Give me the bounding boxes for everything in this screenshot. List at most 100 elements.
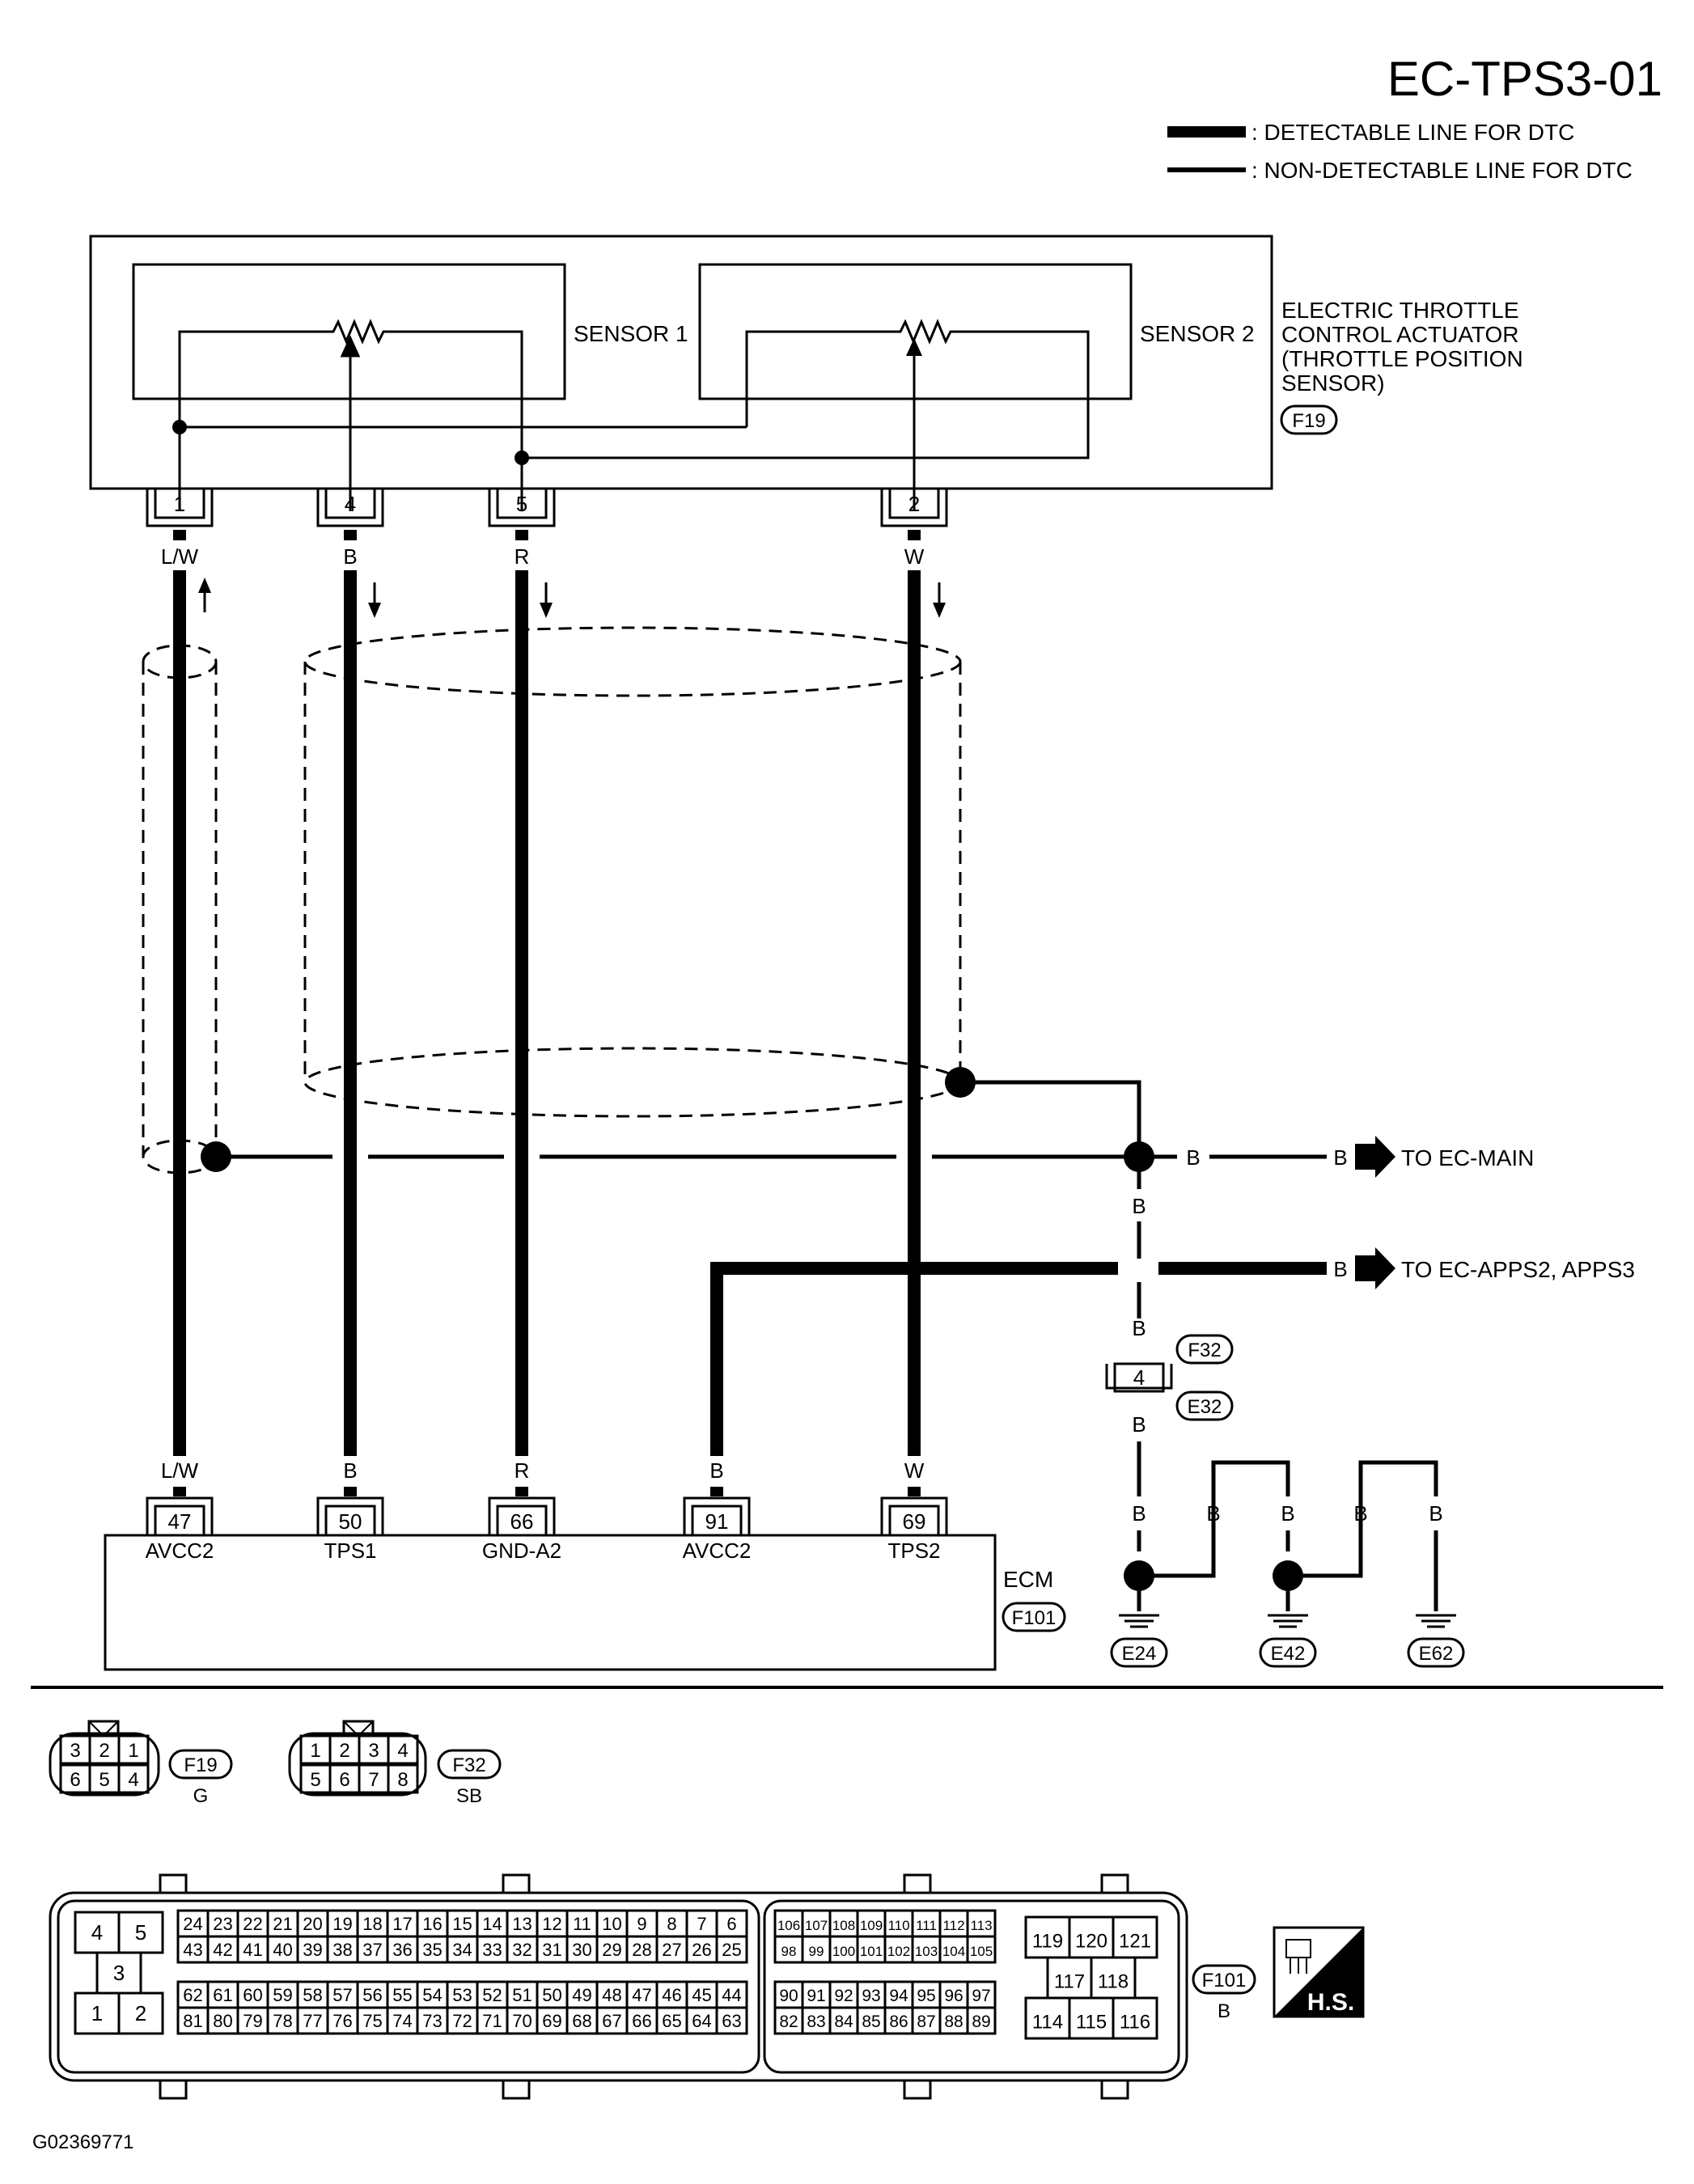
ecm-pin-cell-label: 28 xyxy=(632,1940,651,1960)
ecm-pin-cell-label: 12 xyxy=(542,1914,561,1934)
svg-text:1: 1 xyxy=(310,1740,320,1762)
ecm-pin-cell-label: 94 xyxy=(889,1987,908,2005)
actuator-pin-5: 5 xyxy=(488,487,556,527)
ecm-pin-cell-label: 51 xyxy=(512,1985,531,2005)
svg-text:66: 66 xyxy=(510,1509,534,1534)
ecm-pin-cell-label: 109 xyxy=(860,1918,883,1933)
ecm-pin-cell-label: 13 xyxy=(512,1914,531,1934)
ecm-pin-cell-label: 101 xyxy=(860,1944,883,1959)
ecm-pin-cell-label: 48 xyxy=(602,1985,621,2005)
ecm-pin-cell-label: 97 xyxy=(972,1987,990,2005)
ecm-label: ECM xyxy=(1003,1567,1053,1592)
svg-text:1: 1 xyxy=(128,1740,138,1762)
to-ec-apps-label: TO EC-APPS2, APPS3 xyxy=(1401,1257,1635,1282)
f32-connector-view: 1 2 3 4 5 6 7 8 xyxy=(288,1720,427,1797)
f32-view-tag-label: F32 xyxy=(452,1754,485,1776)
legend-detectable-label: : DETECTABLE LINE FOR DTC xyxy=(1251,120,1574,145)
svg-text:4: 4 xyxy=(128,1769,138,1791)
actuator-label-3: (THROTTLE POSITION xyxy=(1281,346,1523,371)
svg-text:2: 2 xyxy=(99,1740,109,1762)
ecm-pin-cell-label: 78 xyxy=(273,2011,292,2031)
actuator-label-2: CONTROL ACTUATOR xyxy=(1281,322,1519,347)
svg-text:2: 2 xyxy=(339,1740,349,1762)
wire-b-label-vert-2: B xyxy=(1132,1316,1146,1340)
f32-color-label: SB xyxy=(456,1785,482,1807)
svg-text:2: 2 xyxy=(908,492,920,516)
actuator-label-4: SENSOR) xyxy=(1281,370,1385,396)
wire-avcc2-b xyxy=(710,1262,914,1488)
ecm-pin-cell-label: 90 xyxy=(779,1987,798,2005)
to-ec-main-label: TO EC-MAIN xyxy=(1401,1145,1534,1170)
sensor2-potentiometer xyxy=(172,319,1090,511)
ecm-pin-cell-label: 14 xyxy=(482,1914,502,1934)
ecm-pin-cell-label: 83 xyxy=(807,2013,825,2031)
ecm-pin-cell-label: 50 xyxy=(542,1985,561,2005)
svg-text:4: 4 xyxy=(397,1740,408,1762)
ecm-pin-cell-label: 26 xyxy=(692,1940,711,1960)
svg-text:6: 6 xyxy=(70,1769,80,1791)
ecm-pin-cell-label: 69 xyxy=(542,2011,561,2031)
actuator-pin-4: 4 xyxy=(316,487,384,527)
svg-text:3: 3 xyxy=(113,1961,125,1985)
svg-text:5: 5 xyxy=(310,1769,320,1791)
ecm-pin-cell xyxy=(1112,1996,1158,2040)
ground-e62-label: E62 xyxy=(1419,1643,1454,1665)
ecm-pin-cell-label: 22 xyxy=(243,1914,262,1934)
diagram-title: EC-TPS3-01 xyxy=(1387,52,1662,106)
ecm-pin-cell-label: 92 xyxy=(834,1987,853,2005)
ecm-pin-cell-label: 118 xyxy=(1098,1971,1129,1993)
ecm-pin-cell-label: 64 xyxy=(692,2011,711,2031)
wire-b-label-g4: B xyxy=(1353,1501,1367,1526)
to-ec-apps-arrow xyxy=(1355,1247,1395,1289)
ecm-pin-cell-label: 120 xyxy=(1075,1931,1107,1953)
svg-text:4: 4 xyxy=(345,492,356,516)
ecm-pin-cell-label: 29 xyxy=(602,1940,621,1960)
wire-color-w-top: W xyxy=(904,544,925,569)
ecm-pin-cell-label: 46 xyxy=(662,1985,681,2005)
ecm-pin-cell-label: 38 xyxy=(332,1940,352,1960)
ecm-pin-cell-label: 81 xyxy=(183,2011,202,2031)
f32-connector-tag xyxy=(1175,1334,1234,1365)
e32-connector-tag-label: E32 xyxy=(1188,1396,1222,1418)
svg-text:4: 4 xyxy=(1133,1365,1145,1390)
f19-connector-tag-label: F19 xyxy=(1292,410,1325,432)
ecm-pin-cell-label: 47 xyxy=(632,1985,651,2005)
svg-text:R: R xyxy=(515,1458,530,1483)
ecm-pin-cell-label: 42 xyxy=(213,1940,232,1960)
ecm-pin-cell-label: 39 xyxy=(303,1940,322,1960)
ecm-pin-cell-label: 103 xyxy=(915,1944,938,1959)
svg-text:L/W: L/W xyxy=(161,1458,199,1483)
ecm-pin-cell-label: 65 xyxy=(662,2011,681,2031)
junction-connector-4: 4 xyxy=(1105,1362,1173,1393)
svg-text:B: B xyxy=(709,1458,723,1483)
svg-text:91: 91 xyxy=(705,1509,729,1534)
wire-b-label-vert-1: B xyxy=(1132,1194,1146,1218)
ecm-pin-cell-label: 35 xyxy=(422,1940,442,1960)
ecm-pin-cell-label: 55 xyxy=(392,1985,412,2005)
ecm-pin-cell-label: 6 xyxy=(726,1914,736,1934)
sensor1-label: SENSOR 1 xyxy=(574,321,688,346)
svg-text:4: 4 xyxy=(91,1920,103,1945)
ecm-pin-cell-label: 80 xyxy=(213,2011,232,2031)
f32-connector-tag-label: F32 xyxy=(1188,1340,1221,1361)
ecm-pin-cell-label: 61 xyxy=(213,1985,232,2005)
ecm-pin-cell-label: 7 xyxy=(697,1914,706,1934)
ground-e42-tag xyxy=(1259,1637,1317,1668)
harness-side-icon xyxy=(1273,1926,1365,2018)
ecm-pin-cell-label: 63 xyxy=(722,2011,741,2031)
ecm-connector-left-block: 4 5 3 1 2 xyxy=(74,1911,164,2035)
f19-connector-tag xyxy=(1280,404,1338,435)
wire-color-lw-top: L/W xyxy=(161,544,199,569)
ecm-pin-cell-label: 18 xyxy=(362,1914,382,1934)
svg-text:3: 3 xyxy=(70,1740,80,1762)
ground-wiring xyxy=(1119,1441,1456,1628)
ground-e24-tag xyxy=(1110,1637,1168,1668)
f101-connector-tag-label: F101 xyxy=(1012,1607,1057,1629)
f19-view-tag-label: F19 xyxy=(184,1754,217,1776)
ecm-pin-66: 66 xyxy=(488,1496,556,1537)
ecm-pin-cell-label: 71 xyxy=(482,2011,502,2031)
actuator-pin-1: 1 xyxy=(146,487,214,527)
